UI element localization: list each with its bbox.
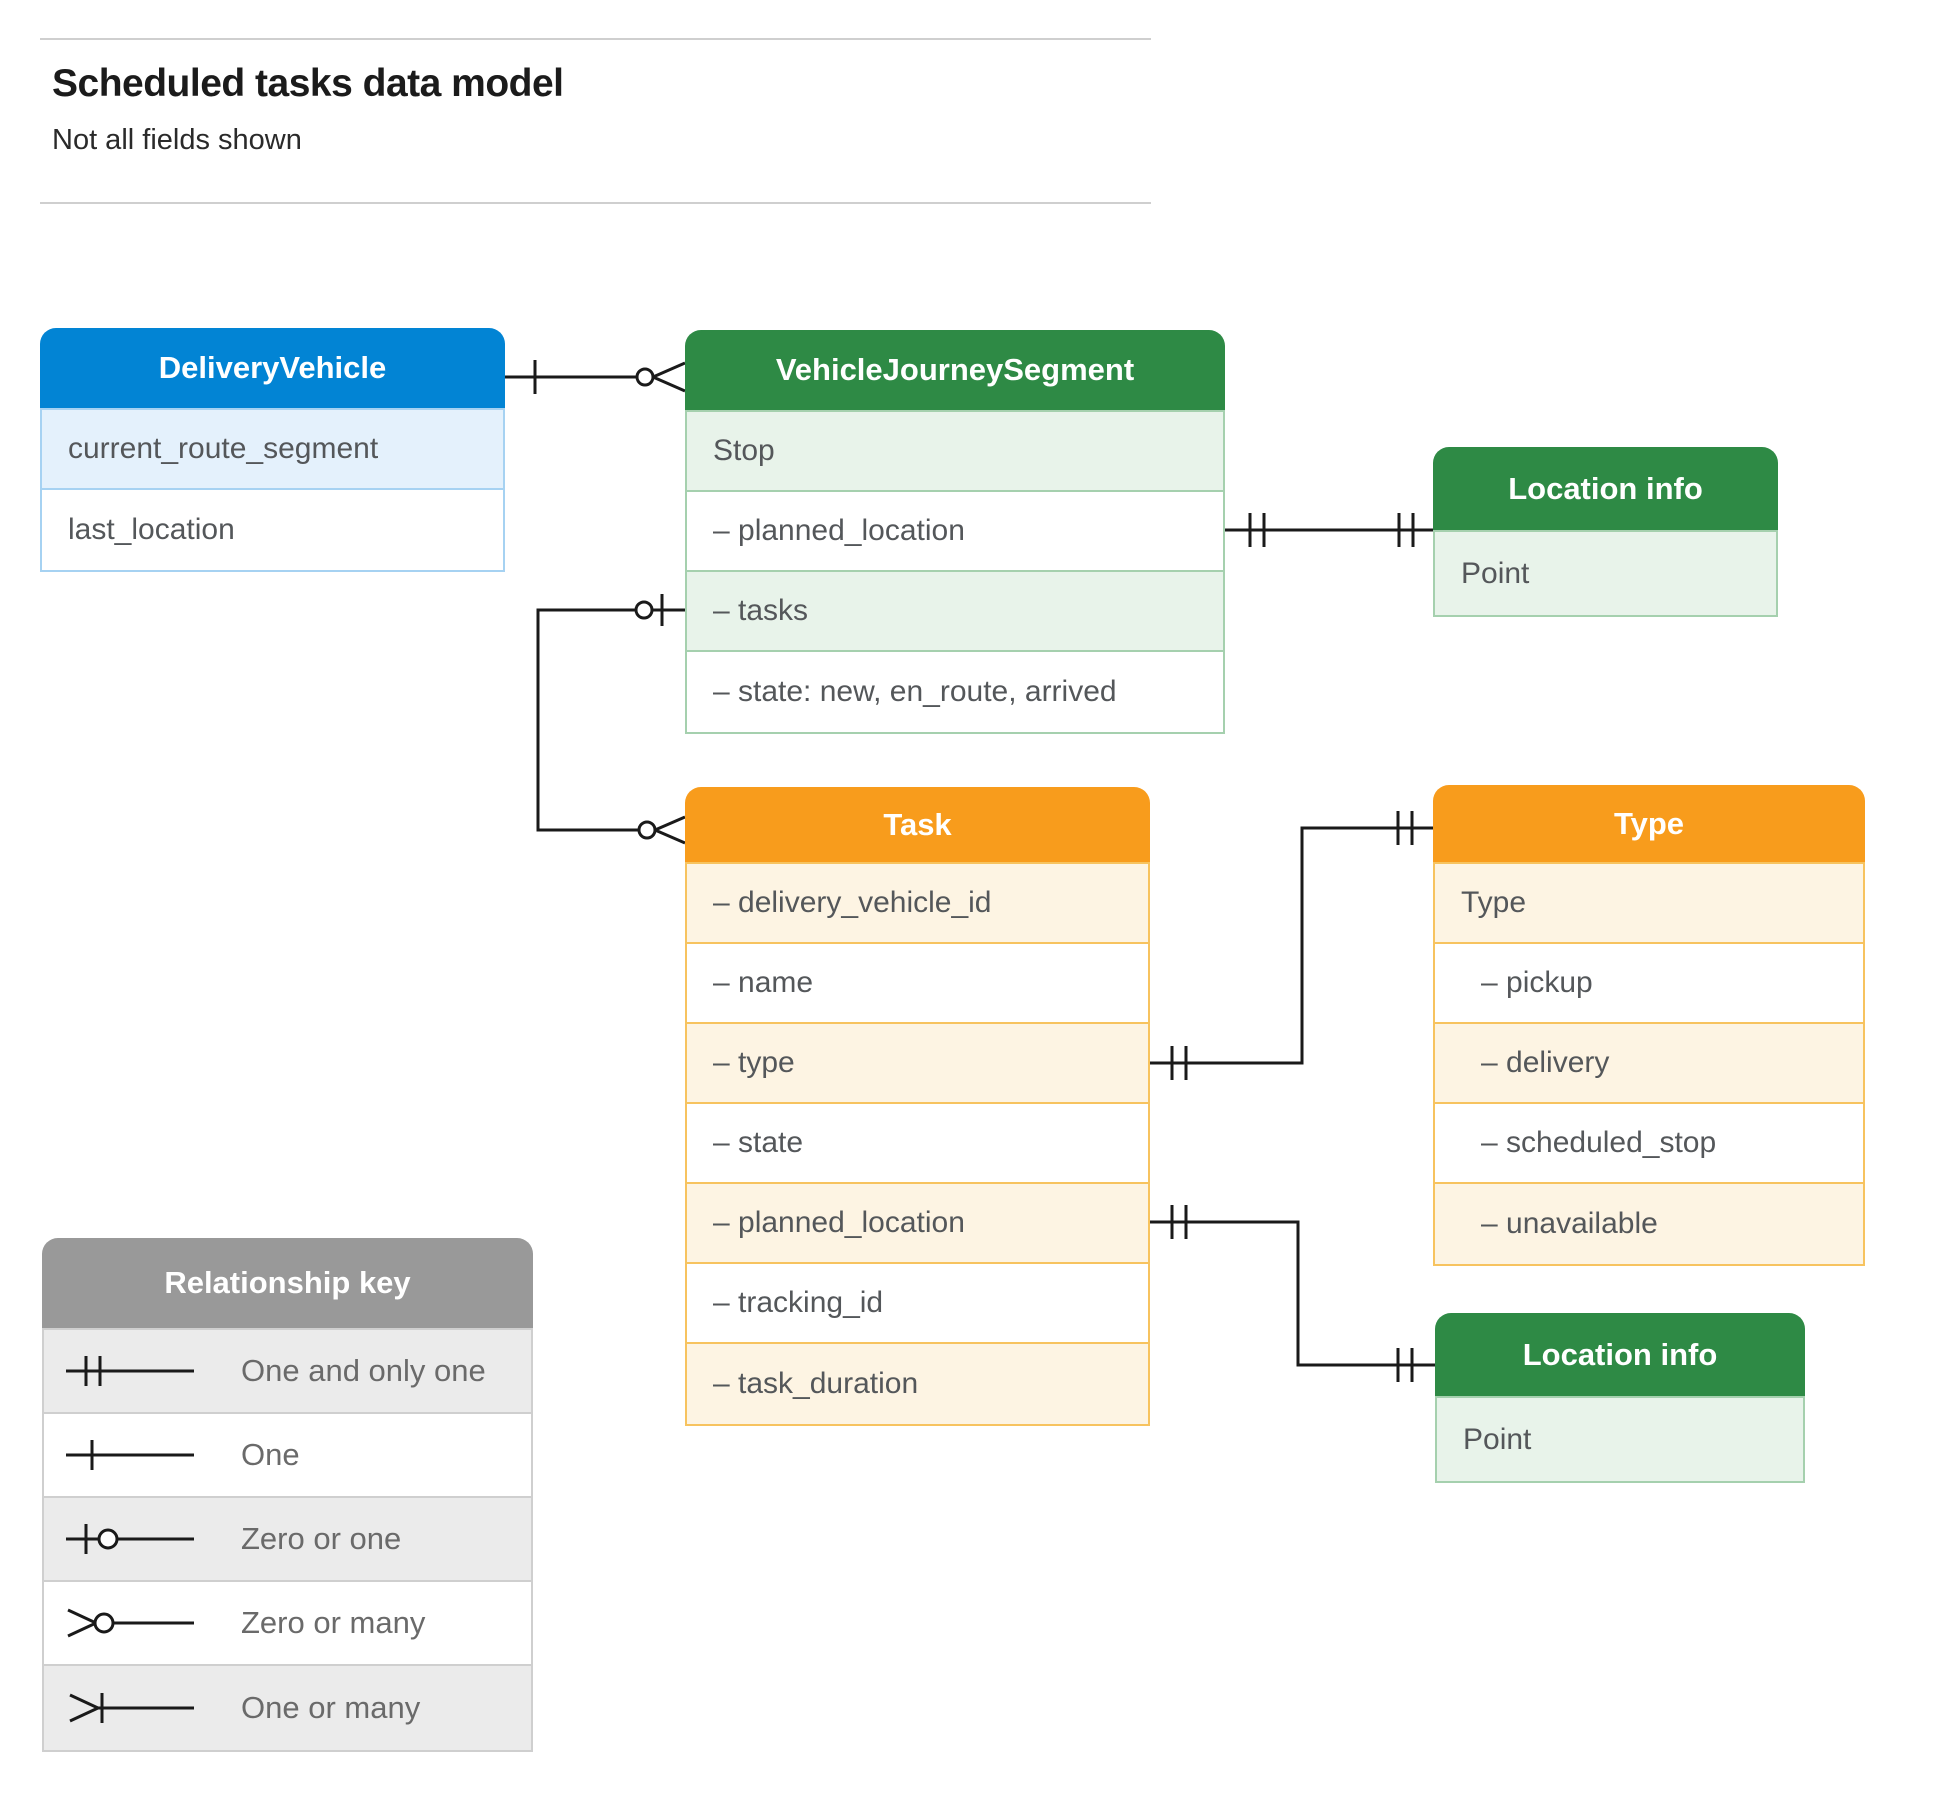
field-stop: Stop — [687, 412, 1223, 492]
one-and-only-one-icon — [66, 1356, 194, 1386]
field-task-state: – state — [687, 1104, 1148, 1184]
field-type-unavailable: – unavailable — [1435, 1184, 1863, 1264]
legend-label: Zero or many — [241, 1605, 426, 1640]
entity-type-title: Type — [1433, 785, 1865, 862]
relationship-key-title: Relationship key — [42, 1238, 533, 1328]
legend-label: One or many — [241, 1690, 421, 1725]
top-divider-line — [40, 38, 1151, 40]
entity-delivery-vehicle: DeliveryVehicle current_route_segment la… — [40, 328, 505, 572]
entity-task-title: Task — [685, 787, 1150, 862]
title-bottom-divider-line — [40, 202, 1151, 204]
one-or-many-icon — [69, 1693, 194, 1723]
zero-or-one-icon — [66, 1524, 194, 1554]
legend-label: One — [241, 1437, 300, 1472]
field-task-planned-location: – planned_location — [687, 1184, 1148, 1264]
connector-vjs-tasks-task — [536, 594, 686, 845]
entity-location-info-top-title: Location info — [1433, 447, 1778, 530]
entity-vehicle-journey-segment-title: VehicleJourneySegment — [685, 330, 1225, 410]
legend-item-one-or-many: One or many — [44, 1666, 531, 1750]
page-title: Scheduled tasks data model — [52, 62, 564, 105]
connector-vjs-locationinfo-top — [1225, 513, 1433, 547]
field-task-name: – name — [687, 944, 1148, 1024]
field-point-bottom: Point — [1437, 1398, 1803, 1481]
legend-item-zero-or-many: Zero or many — [44, 1582, 531, 1666]
connector-task-locationinfo-bottom — [1150, 1205, 1435, 1382]
zero-or-many-icon — [67, 1608, 194, 1638]
connector-deliveryvehicle-vehiclejourneysegment — [505, 360, 686, 394]
field-current-route-segment: current_route_segment — [42, 410, 503, 490]
field-task-tracking-id: – tracking_id — [687, 1264, 1148, 1344]
entity-location-info-bottom-title: Location info — [1435, 1313, 1805, 1396]
entity-location-info-bottom: Location info Point — [1435, 1313, 1805, 1483]
field-task-type: – type — [687, 1024, 1148, 1104]
field-type-delivery: – delivery — [1435, 1024, 1863, 1104]
one-icon — [66, 1440, 194, 1470]
page-subtitle: Not all fields shown — [52, 124, 302, 156]
legend-label: Zero or one — [241, 1521, 402, 1556]
field-last-location: last_location — [42, 490, 503, 570]
field-point-top: Point — [1435, 532, 1776, 615]
legend-item-zero-or-one: Zero or one — [44, 1498, 531, 1582]
entity-location-info-top: Location info Point — [1433, 447, 1778, 617]
legend-item-one: One — [44, 1414, 531, 1498]
entity-vehicle-journey-segment: VehicleJourneySegment Stop – planned_loc… — [685, 330, 1225, 734]
connector-task-type — [1150, 811, 1433, 1080]
field-task-delivery-vehicle-id: – delivery_vehicle_id — [687, 864, 1148, 944]
field-vjs-tasks: – tasks — [687, 572, 1223, 652]
field-type-scheduled-stop: – scheduled_stop — [1435, 1104, 1863, 1184]
field-type-pickup: – pickup — [1435, 944, 1863, 1024]
field-type-type: Type — [1435, 864, 1863, 944]
field-vjs-planned-location: – planned_location — [687, 492, 1223, 572]
field-vjs-state: – state: new, en_route, arrived — [687, 652, 1223, 732]
legend-item-one-and-only-one: One and only one — [44, 1330, 531, 1414]
legend-label: One and only one — [241, 1353, 486, 1388]
entity-type: Type Type – pickup – delivery – schedule… — [1433, 785, 1865, 1266]
entity-delivery-vehicle-title: DeliveryVehicle — [40, 328, 505, 408]
field-task-task-duration: – task_duration — [687, 1344, 1148, 1424]
entity-task: Task – delivery_vehicle_id – name – type… — [685, 787, 1150, 1426]
relationship-key: Relationship key One and only one One Ze… — [42, 1238, 533, 1752]
